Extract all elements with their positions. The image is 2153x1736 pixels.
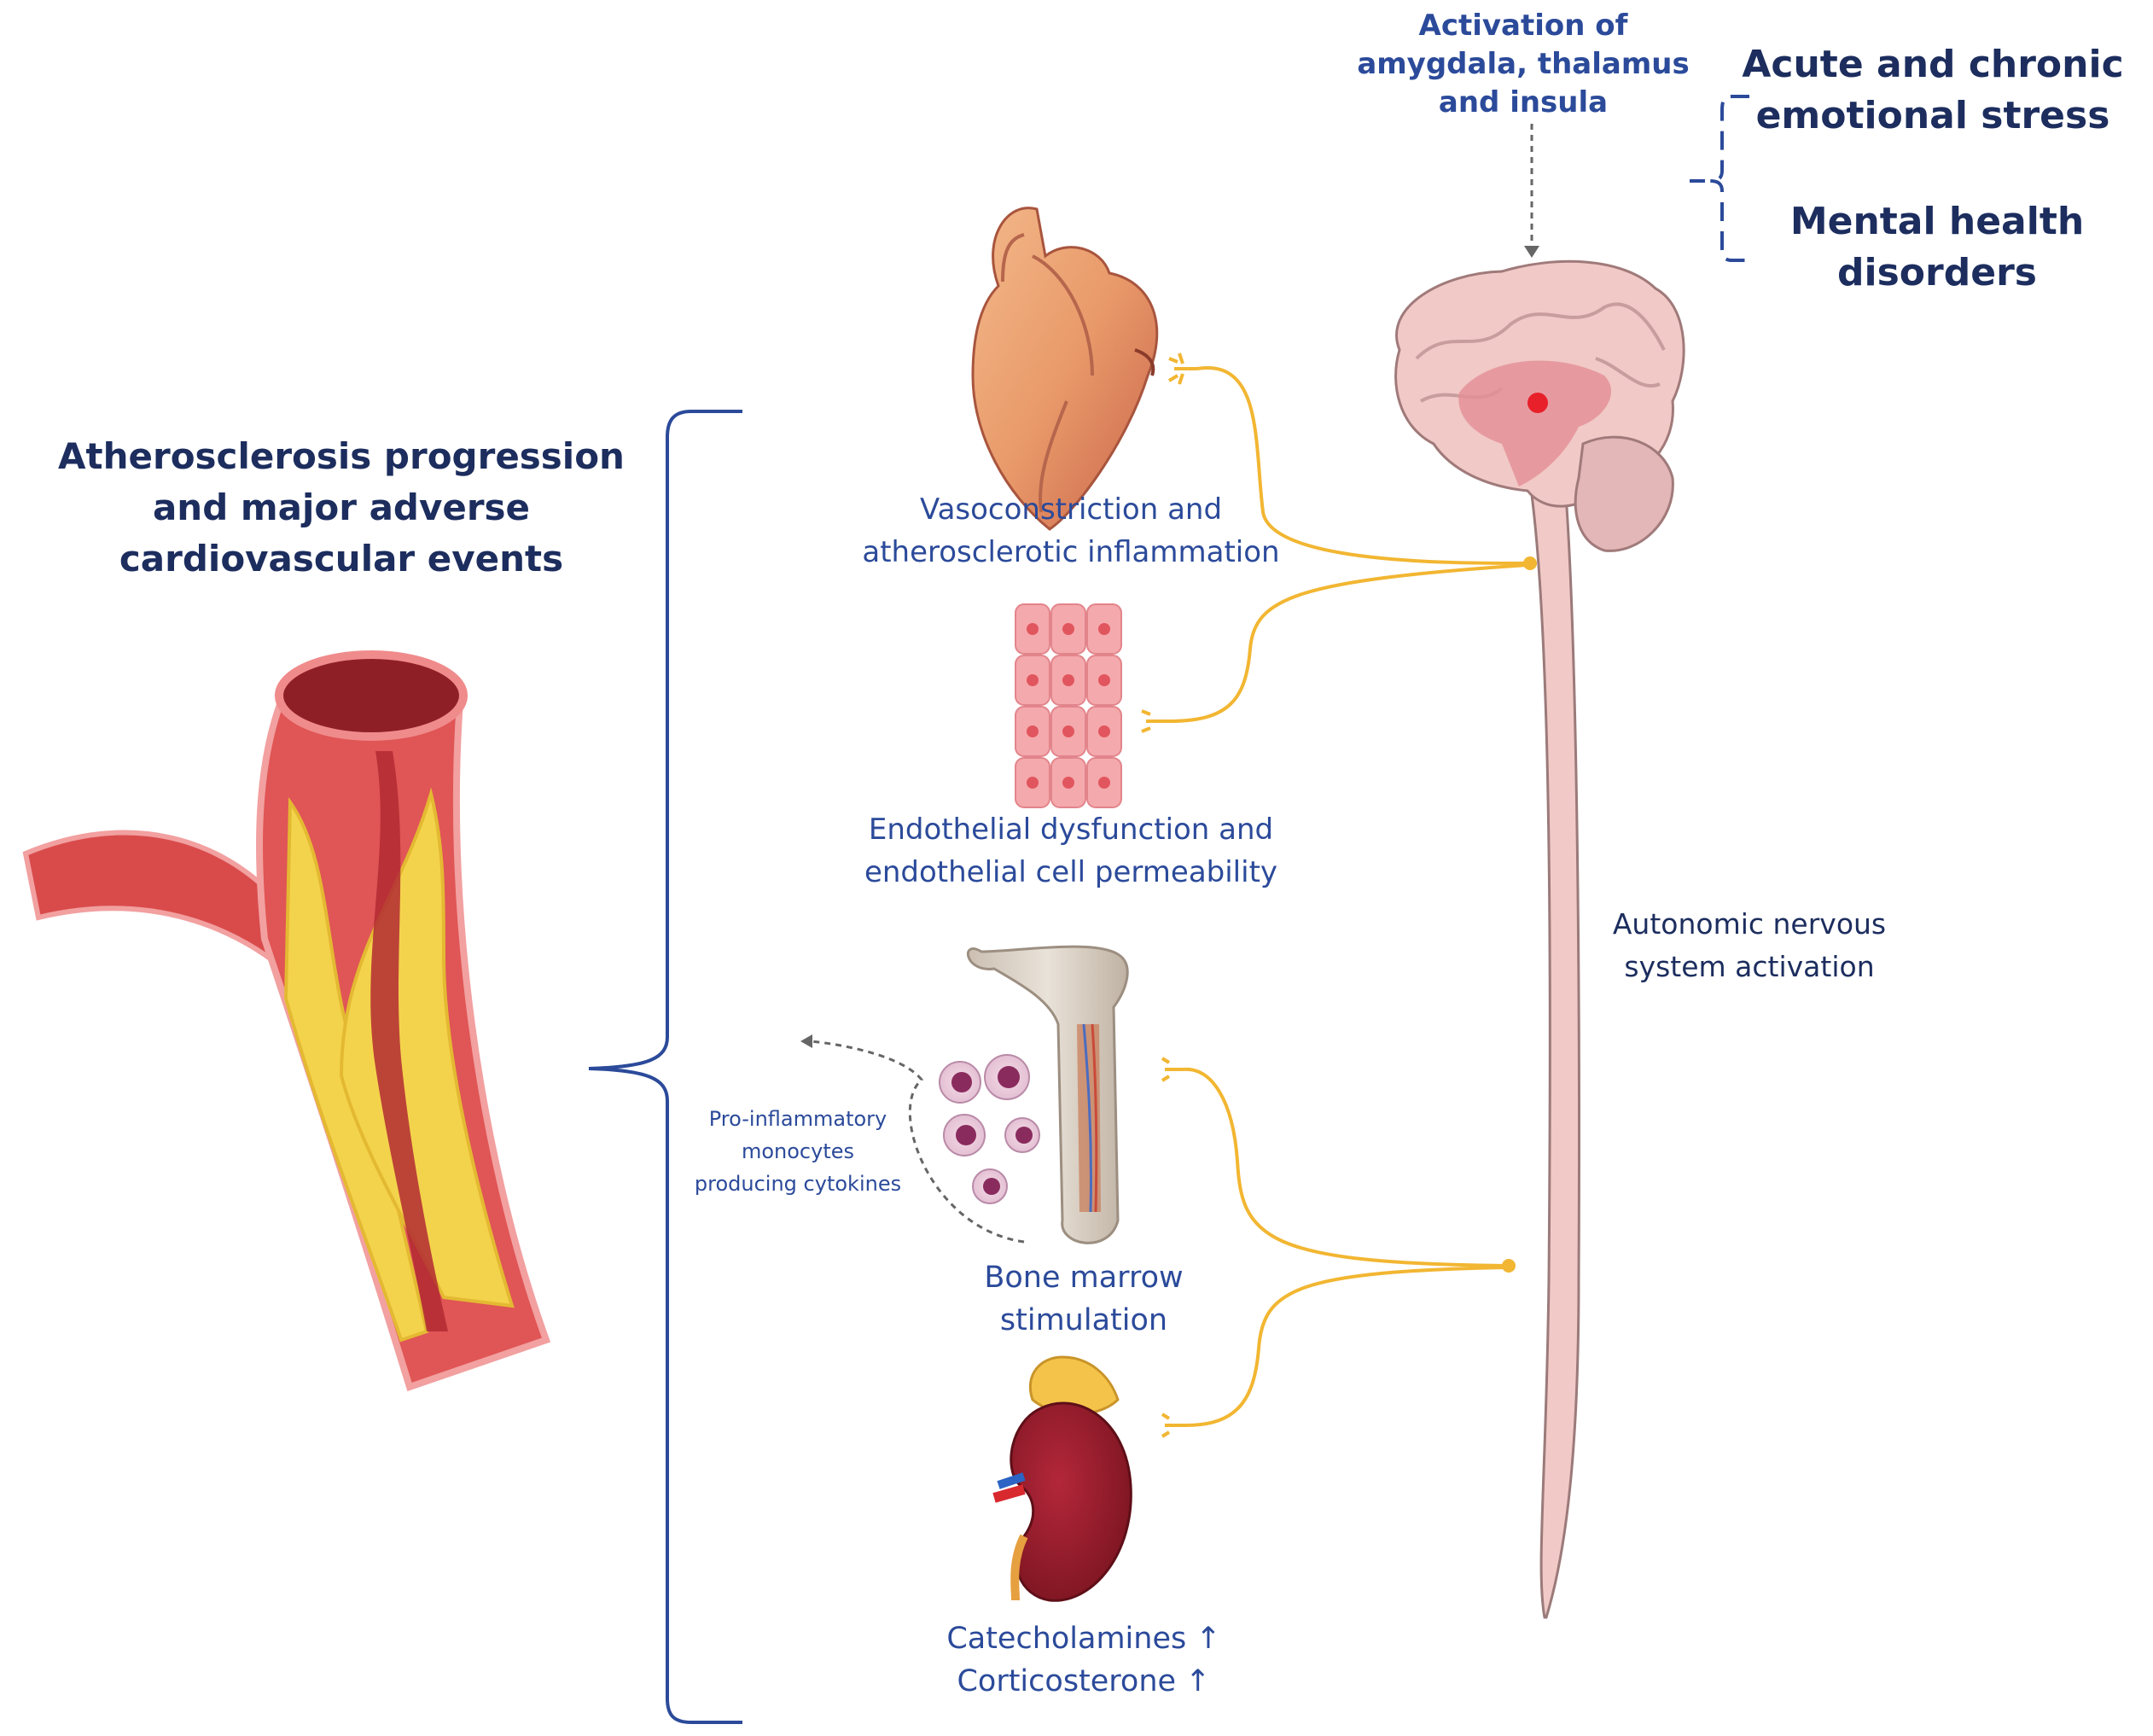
- endothelial-nucleus: [1027, 725, 1039, 737]
- endothelial-nucleus: [1027, 777, 1039, 789]
- monocyte-nucleus: [951, 1072, 972, 1092]
- nerve-fibers: [1168, 366, 1528, 1427]
- monocyte-nucleus: [1015, 1127, 1033, 1144]
- activation-label: Activation of amygdala, thalamus and ins…: [1327, 7, 1719, 122]
- mental-health-line-2: disorders: [1837, 251, 2037, 294]
- renal-vein: [997, 1472, 1026, 1489]
- hormones-label: Catecholamines ↑ Corticosterone ↑: [922, 1617, 1246, 1703]
- endothelial-nucleus: [1027, 623, 1039, 635]
- endothelial-nucleus: [1098, 777, 1110, 789]
- stress-bracket: [1709, 95, 1749, 262]
- nerve-heart: [1196, 366, 1528, 565]
- endothelial-nucleus: [1098, 725, 1110, 737]
- stress-line-2: emotional stress: [1755, 94, 2110, 137]
- brain-and-spinal-cord: [1394, 259, 1685, 1619]
- monocytes-line-1: Pro-inflammatory: [708, 1107, 887, 1131]
- outcome-line-3: cardiovascular events: [119, 538, 564, 580]
- bone-marrow-line-2: stimulation: [999, 1303, 1168, 1337]
- endothelial-nucleus: [1062, 674, 1074, 686]
- outcome-line-2: and major adverse: [152, 486, 531, 528]
- outcome-label: Atherosclerosis progression and major ad…: [17, 431, 666, 585]
- heart-line-2: atherosclerotic inflammation: [862, 535, 1280, 569]
- activation-line-1: Activation of: [1418, 9, 1628, 43]
- activation-line-3: and insula: [1438, 85, 1609, 119]
- monocyte-nucleus: [956, 1125, 976, 1145]
- nerve-endothelium: [1168, 563, 1528, 723]
- ans-line-1: Autonomic nervous: [1612, 907, 1887, 941]
- hormones-line-1: Catecholamines ↑: [946, 1622, 1221, 1656]
- spinal-cord: [1530, 493, 1580, 1619]
- ans-label: Autonomic nervous system activation: [1549, 903, 1950, 988]
- monocyte-nucleus: [998, 1066, 1020, 1088]
- heart-label: Vasoconstriction and atherosclerotic inf…: [815, 488, 1327, 574]
- endothelial-nucleus: [1062, 725, 1074, 737]
- stress-line-1: Acute and chronic: [1742, 43, 2124, 86]
- endothelium-line-1: Endothelial dysfunction and: [868, 813, 1274, 847]
- bone-marrow-icon: [967, 945, 1129, 1244]
- endothelium-nerve-ending: [1141, 709, 1169, 733]
- activation-arrow: [1524, 124, 1539, 258]
- endothelium-line-2: endothelial cell permeability: [864, 855, 1278, 889]
- monocytes-line-2: monocytes: [741, 1139, 855, 1163]
- nerve-bone-marrow: [1183, 1067, 1507, 1267]
- nerve-kidney: [1185, 1266, 1507, 1427]
- endothelial-nucleus: [1098, 674, 1110, 686]
- kidney: [1010, 1401, 1132, 1602]
- mental-health-label: Mental health disorders: [1758, 196, 2116, 299]
- amygdala-marker: [1527, 393, 1548, 413]
- renal-artery: [992, 1484, 1026, 1503]
- outcome-line-1: Atherosclerosis progression: [58, 435, 625, 477]
- bone-marrow-label: Bone marrow stimulation: [922, 1256, 1246, 1342]
- ans-line-2: system activation: [1624, 950, 1875, 983]
- endothelial-cells-icon: [1015, 603, 1122, 808]
- endothelial-nucleus: [1062, 777, 1074, 789]
- stress-label: Acute and chronic emotional stress: [1719, 39, 2146, 142]
- mental-health-line-1: Mental health: [1789, 200, 2085, 243]
- artery-illustration: [22, 650, 551, 1392]
- bone-nerve-ending: [1161, 1057, 1184, 1082]
- bone-marrow-line-1: Bone marrow: [984, 1261, 1184, 1295]
- inner-brain: [1458, 360, 1612, 486]
- monocytes-label: Pro-inflammatory monocytes producing cyt…: [678, 1103, 917, 1200]
- endothelial-nucleus: [1098, 623, 1110, 635]
- heart-icon: [971, 207, 1197, 531]
- cerebellum: [1574, 435, 1674, 552]
- kidney-adrenal-icon: [992, 1355, 1132, 1602]
- outcome-bracket: [588, 410, 742, 1724]
- activation-line-2: amygdala, thalamus: [1357, 47, 1690, 81]
- monocyte-arrow: [800, 1034, 1025, 1244]
- monocyte-nucleus: [983, 1178, 1000, 1195]
- monocyte-cells: [939, 1054, 1040, 1204]
- endothelium-label: Endothelial dysfunction and endothelial …: [815, 808, 1327, 894]
- endothelial-nucleus: [1062, 623, 1074, 635]
- heart-nerve-ending: [1167, 352, 1197, 385]
- kidney-nerve-ending: [1161, 1413, 1186, 1438]
- ureter: [1010, 1534, 1028, 1601]
- heart-line-1: Vasoconstriction and: [919, 492, 1223, 527]
- hormones-line-2: Corticosterone ↑: [957, 1664, 1211, 1698]
- endothelial-nucleus: [1027, 674, 1039, 686]
- monocytes-line-3: producing cytokines: [694, 1172, 902, 1196]
